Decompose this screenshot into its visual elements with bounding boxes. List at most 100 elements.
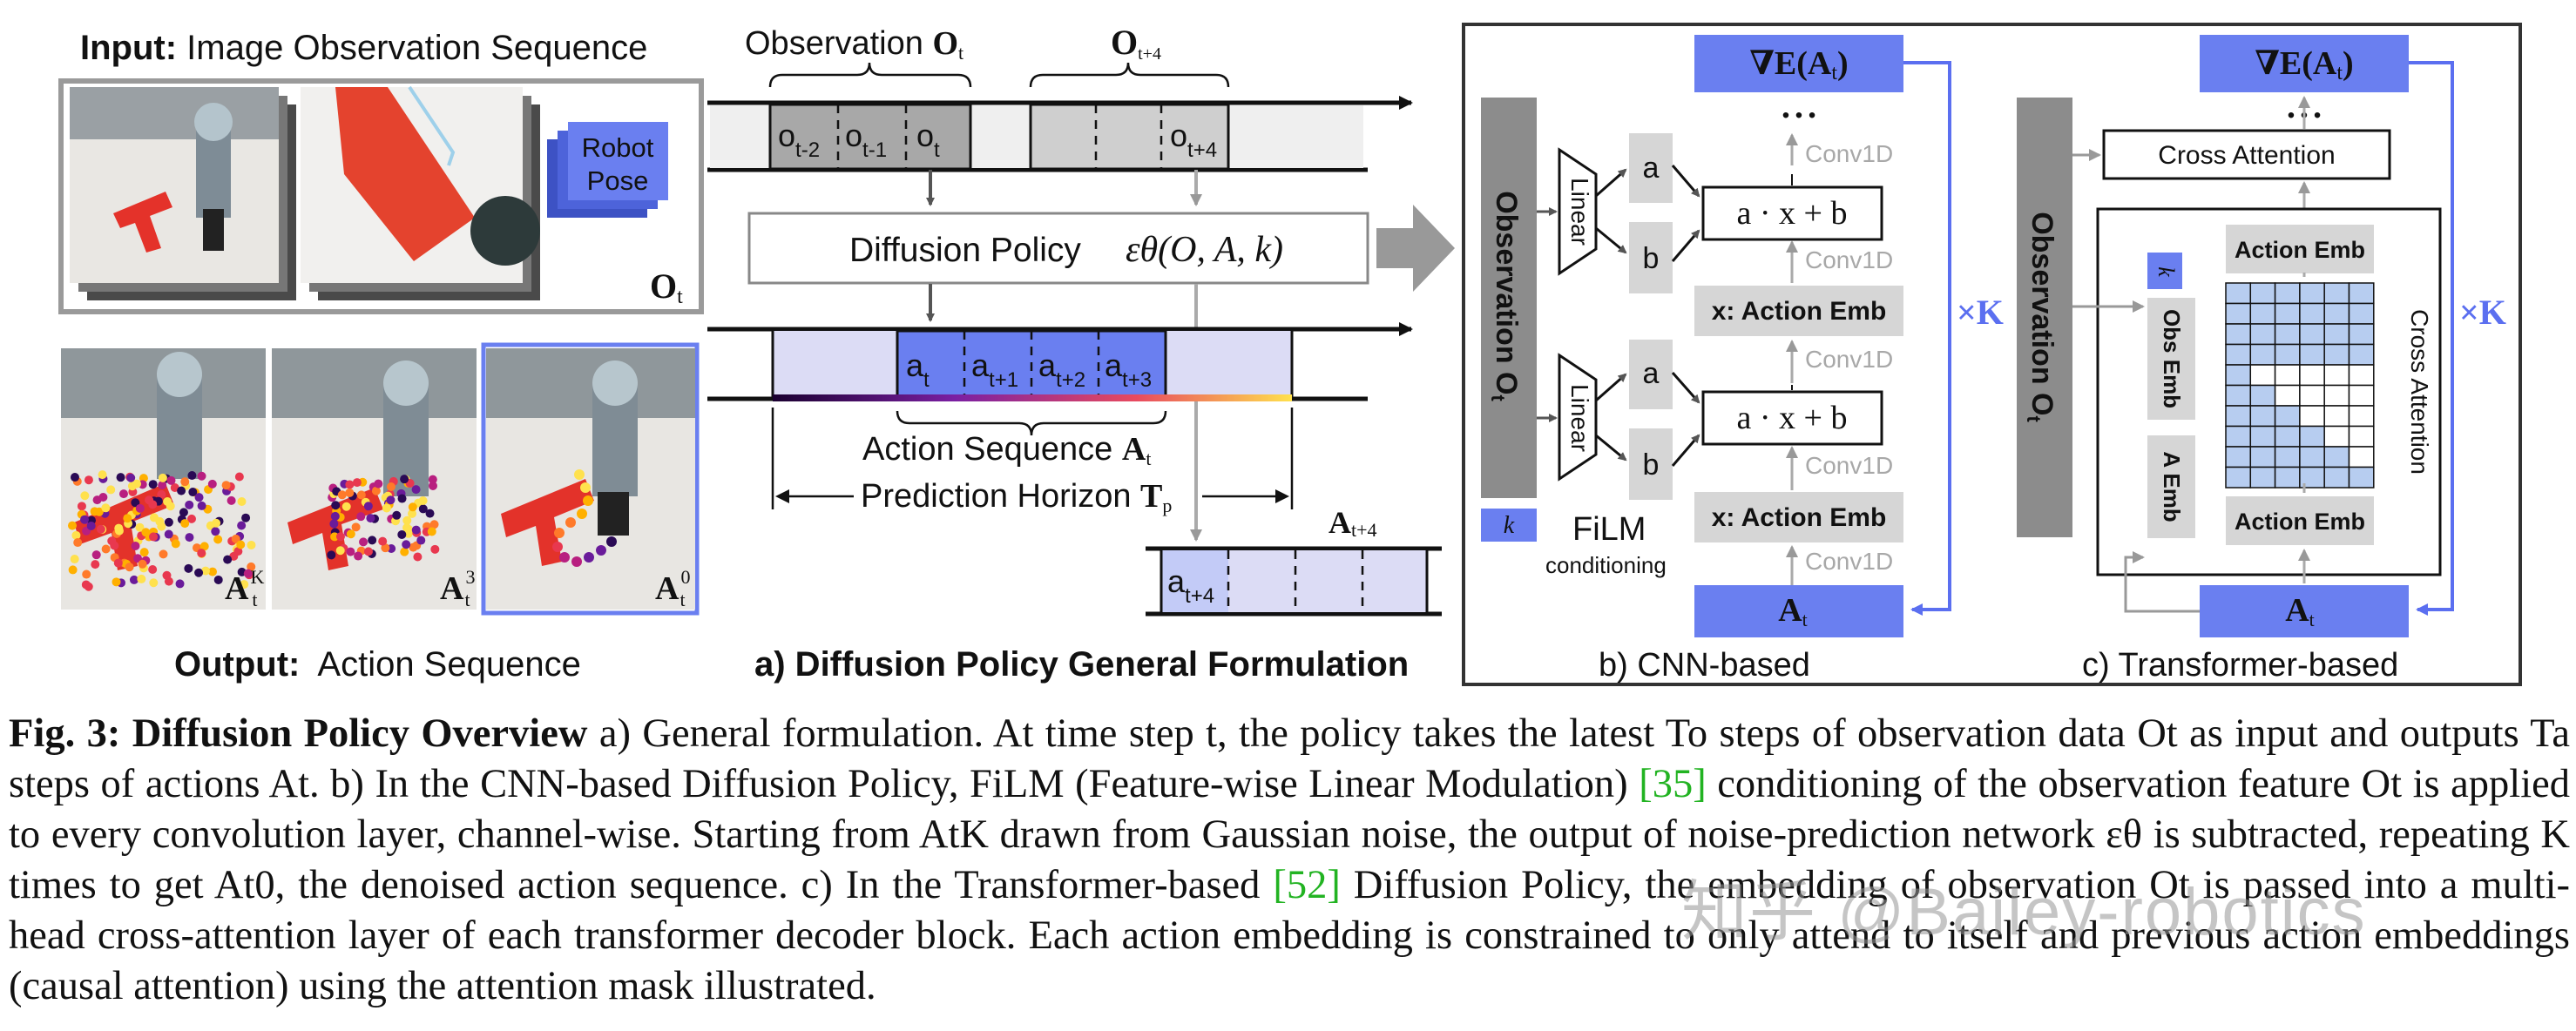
action-sample-point [131, 498, 140, 508]
attention-mask-cell [2348, 384, 2375, 407]
action-sample-point [411, 485, 421, 495]
action-sample-point [345, 488, 355, 497]
action-sample-point [335, 546, 345, 556]
action-sample-point [559, 552, 570, 563]
action-sample-point [162, 570, 172, 580]
watermark: 知乎 @Bailey-robotics [1681, 875, 2367, 949]
attention-mask-cell [2348, 425, 2375, 448]
action-sample-point [425, 509, 435, 518]
action-sample-point [428, 475, 437, 484]
action-sample-point [223, 555, 233, 564]
film-sublabel: conditioning [1545, 552, 1667, 578]
action-sample-point [184, 563, 193, 573]
action-sample-point [574, 469, 585, 480]
action-sample-point [149, 578, 159, 588]
action-sample-point [428, 481, 437, 490]
attention-mask-cell [2274, 384, 2301, 407]
action-sample-point [180, 519, 190, 529]
attention-mask-cell [2274, 425, 2301, 448]
caption-text: Diffusion Policy, the embedding of obser… [9, 863, 2570, 1008]
action-sample-point [137, 574, 146, 583]
action-sample-point [565, 517, 576, 528]
action-sample-point [402, 540, 411, 549]
obs-cell-t4: ot+4 [1170, 118, 1217, 162]
svg-text:a: a [1643, 152, 1660, 185]
attention-mask-cell [2323, 364, 2350, 387]
noise-gradient-bar [773, 394, 1292, 401]
attention-mask-cell [2323, 446, 2350, 468]
caption-ref[interactable]: [52] [1273, 863, 1341, 907]
action-sample-point [366, 514, 375, 523]
panel-b: Observation Ot k Linear a b a · x + b ∇E… [1481, 35, 2004, 684]
attention-mask-cell [2225, 466, 2252, 489]
action-emb-c-top [2226, 225, 2374, 273]
action-sample-point [82, 569, 91, 579]
action-sample-point [94, 507, 104, 516]
attention-mask-cell [2299, 364, 2325, 387]
attention-mask-cell [2323, 302, 2350, 325]
robot-pose-label: Robot [582, 132, 654, 163]
action-sample-point [197, 501, 206, 510]
action-sample-point [584, 552, 594, 563]
panel-b-caption: b) CNN-based [1599, 647, 1810, 684]
attention-mask-cell [2249, 343, 2276, 366]
action-cell: at+1 [971, 347, 1018, 392]
svg-text:Action Emb: Action Emb [2235, 237, 2365, 263]
action-sample-point [397, 494, 407, 503]
next-action-cell [1161, 550, 1228, 612]
attention-mask-cell [2348, 343, 2375, 366]
diffusion-policy-label: Diffusion Policy [849, 232, 1081, 269]
action-sample-point [73, 538, 83, 548]
obs-brace-t4 [1029, 62, 1230, 88]
svg-text:b: b [1643, 448, 1660, 482]
linear-layer-2 [1558, 353, 1598, 482]
action-sample-point [80, 515, 90, 524]
action-sample-point [371, 486, 381, 495]
svg-text:Obs Emb: Obs Emb [2159, 309, 2185, 408]
action-sample-point [166, 475, 176, 485]
caption-ref[interactable]: [35] [1639, 762, 1707, 806]
svg-text:x: Action Emb: x: Action Emb [1712, 503, 1887, 532]
caption-fig-number: Fig. 3: [9, 711, 121, 756]
robot-scene-image [70, 87, 279, 283]
film-a [1629, 133, 1673, 203]
action-sample-point [197, 471, 206, 481]
attention-mask-cell [2323, 384, 2350, 407]
action-sample-point [200, 566, 210, 576]
obs-window-t4 [1029, 103, 1230, 171]
action-sample-point [368, 536, 377, 545]
action-sample-point [359, 537, 368, 547]
action-sample-point [356, 490, 366, 500]
action-sample-point [118, 489, 128, 499]
attention-mask-cell [2299, 282, 2325, 305]
action-sample-point [327, 550, 336, 560]
action-sample-point [188, 488, 198, 497]
attention-mask-cell [2299, 446, 2325, 468]
action-sample-point [98, 470, 107, 480]
film-label: FiLM [1572, 511, 1646, 548]
network-frame [1462, 23, 2522, 686]
action-sample-point [331, 501, 341, 510]
action-sample-point [408, 502, 417, 512]
action-sample-point [106, 485, 116, 495]
conv1d-label: Conv1D [1805, 548, 1893, 575]
film-expr: a · x + b [1737, 195, 1848, 232]
k-token-c [2147, 253, 2182, 289]
linear-layer-1 [1558, 147, 1598, 276]
action-sample-point [237, 521, 247, 530]
action-emb-b-1 [1694, 286, 1903, 336]
action-sample-point [207, 567, 217, 576]
panel-a: ot-2 ot-1 ot ot+4 Observation Ot Ot+4 Di… [707, 23, 1455, 684]
obs-cell: ot-2 [778, 118, 820, 162]
action-sample-point [164, 529, 173, 539]
attention-mask-cell [2323, 282, 2350, 305]
action-sample-point [596, 545, 606, 556]
action-sample-point [430, 544, 440, 554]
attention-mask-cell [2274, 282, 2301, 305]
attention-mask-cell [2249, 302, 2276, 325]
action-sample-point [212, 518, 221, 528]
panel-c-caption: c) Transformer-based [2082, 647, 2398, 684]
action-sample-point [177, 486, 186, 495]
